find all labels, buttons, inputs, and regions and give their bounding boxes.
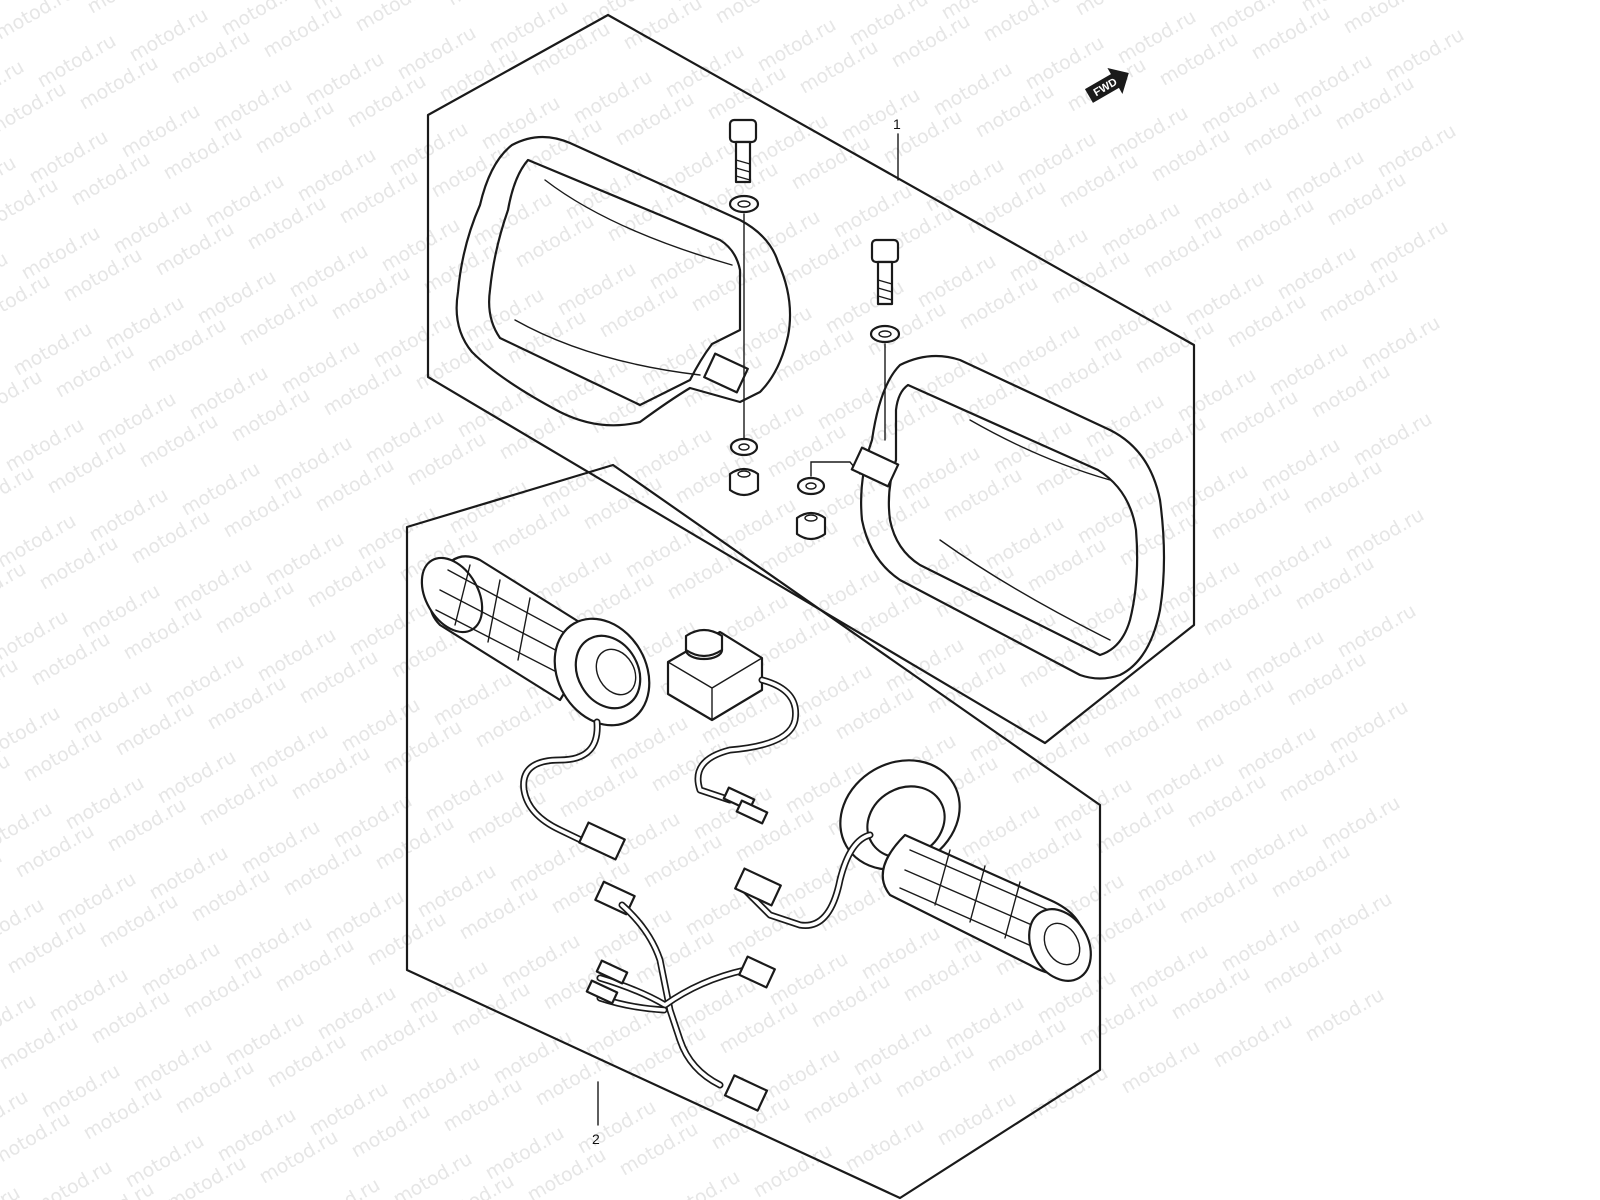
watermark-text: motod.ru [1366, 216, 1452, 279]
kit-2-heated-grip-panel: 2 [405, 463, 1102, 1200]
watermark-text: motod.ru [1340, 0, 1426, 38]
right-handguard [850, 354, 1166, 680]
watermark-text: motod.ru [444, 0, 530, 10]
panel-2-outline [405, 463, 1102, 1200]
watermark-text: motod.ru [1118, 1036, 1204, 1099]
kit-1-handguard-panel: 1 [426, 13, 1196, 745]
watermark-text: motod.ru [0, 270, 54, 333]
watermark-text: motod.ru [1210, 1010, 1296, 1073]
watermark-text: motod.ru [0, 174, 62, 237]
watermark-text: motod.ru [1342, 504, 1428, 567]
right-bolt [795, 238, 901, 541]
watermark-text: motod.ru [1326, 696, 1412, 759]
watermark-text: motod.ru [1072, 0, 1158, 20]
watermark-text: motod.ru [0, 462, 38, 525]
callout-2-label: 2 [592, 1131, 600, 1147]
watermark-text: motod.ru [1374, 120, 1460, 183]
watermark-text: motod.ru [298, 1174, 384, 1200]
panel-1-outline [426, 13, 1196, 745]
callout-1-label: 1 [893, 116, 901, 132]
connector [723, 1074, 769, 1112]
watermark-text: motod.ru [0, 1108, 74, 1171]
watermark-text: motod.ru [1350, 408, 1436, 471]
left-grip [420, 555, 651, 727]
watermark-text: motod.ru [0, 1182, 24, 1200]
washer [728, 194, 760, 214]
nut [795, 511, 827, 541]
left-bolt [728, 118, 760, 497]
watermark-text: motod.ru [934, 1088, 1020, 1151]
watermark-text: motod.ru [0, 750, 14, 813]
watermark-text: motod.ru [0, 558, 30, 621]
watermark-text: motod.ru [0, 366, 46, 429]
watermark-text: motod.ru [0, 846, 6, 909]
connector [738, 955, 776, 989]
watermark-text: motod.ru [1334, 600, 1420, 663]
connector [734, 867, 782, 907]
right-grip [734, 759, 1092, 982]
watermark-text: motod.ru [658, 1166, 744, 1200]
heat-controller [666, 628, 800, 825]
wiring-harness [585, 880, 776, 1112]
nut [728, 467, 760, 497]
watermark-text: motod.ru [0, 0, 78, 44]
watermark-text: motod.ru [1302, 984, 1388, 1047]
washer [729, 437, 759, 457]
washer [796, 476, 826, 496]
washer [869, 324, 901, 344]
watermark-text: motod.ru [980, 0, 1066, 46]
watermark-text: motod.ru [1382, 24, 1468, 87]
callout-2: 2 [592, 1081, 600, 1147]
watermark-text: motod.ru [84, 0, 170, 18]
watermark-text: motod.ru [1310, 888, 1396, 951]
watermark-text: motod.ru [30, 1156, 116, 1200]
watermark-text: motod.ru [712, 0, 798, 28]
watermark-text: motod.ru [0, 654, 22, 717]
watermark-text: motod.ru [0, 78, 70, 141]
callout-1: 1 [893, 116, 901, 181]
watermark-text: motod.ru [1318, 792, 1404, 855]
watermark-text: motod.ru [804, 0, 890, 2]
left-grip-wire [520, 718, 626, 861]
watermark-text: motod.ru [352, 0, 438, 36]
watermark-text: motod.ru [390, 1148, 476, 1200]
watermark-text: motod.ru [1358, 312, 1444, 375]
left-handguard [455, 135, 792, 427]
connector [578, 821, 626, 861]
watermark-text: motod.ru [842, 1114, 928, 1177]
